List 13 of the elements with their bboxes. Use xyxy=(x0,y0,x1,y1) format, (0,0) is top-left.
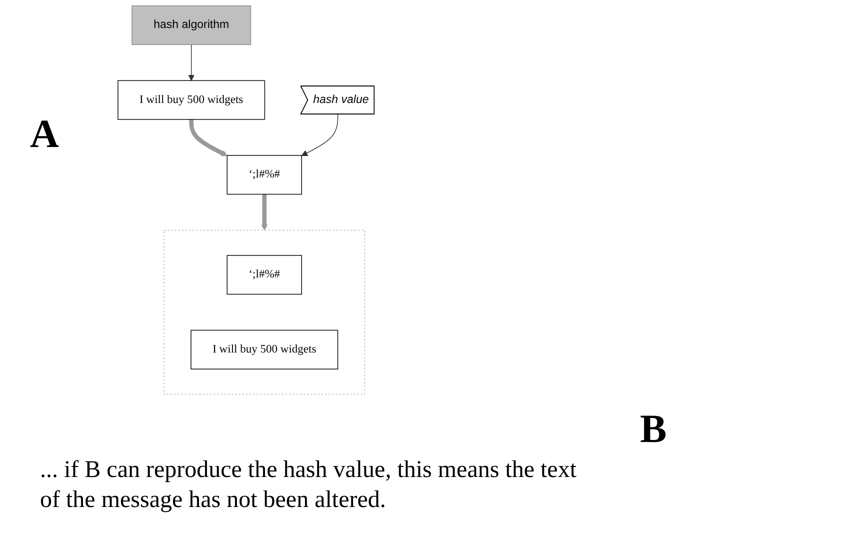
node-box: hash algorithm xyxy=(132,5,252,45)
arrow xyxy=(261,194,268,230)
arrow xyxy=(301,114,338,156)
node-box: ‘;l#%# xyxy=(226,155,302,195)
note-text: ... if B can reproduce the hash value, this means the text of the message has not been altered. xyxy=(40,456,578,515)
cluster xyxy=(164,230,366,395)
party-letter: B xyxy=(640,405,667,452)
party-letter: A xyxy=(30,110,59,157)
node-box: I will buy 500 widgets xyxy=(190,330,338,370)
arrow xyxy=(189,119,228,156)
node-box: ‘;l#%# xyxy=(226,255,302,295)
arrow xyxy=(188,44,194,81)
node-box: I will buy 500 widgets xyxy=(118,80,266,120)
